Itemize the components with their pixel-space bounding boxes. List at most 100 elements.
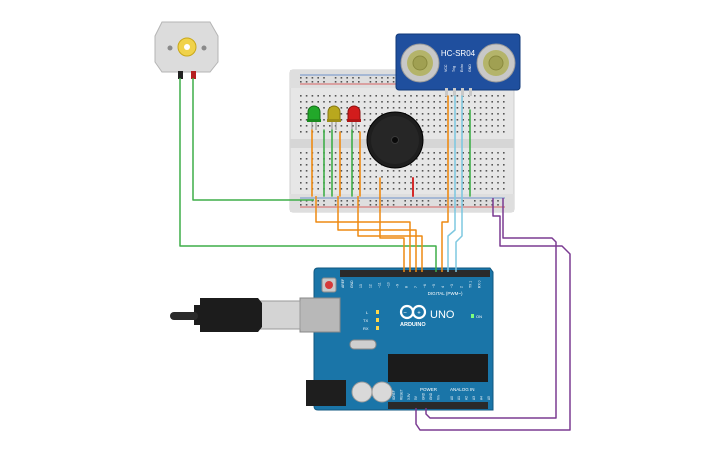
breadboard-hole xyxy=(358,81,360,83)
breadboard-hole xyxy=(462,200,464,202)
breadboard-hole xyxy=(427,204,430,206)
wire-green-led xyxy=(315,196,411,272)
breadboard-hole xyxy=(340,164,343,166)
breadboard-hole xyxy=(479,188,482,190)
breadboard-hole xyxy=(421,170,424,172)
breadboard-hole xyxy=(346,170,348,172)
motor-screw-right xyxy=(201,45,207,51)
breadboard-hole xyxy=(416,204,418,206)
breadboard-hole xyxy=(503,164,505,166)
wire-red-led xyxy=(357,196,423,272)
breadboard-hole xyxy=(491,119,493,121)
breadboard-hole xyxy=(317,77,319,79)
sensor-pin-label: GND xyxy=(468,64,472,72)
breadboard-hole xyxy=(363,158,366,160)
breadboard-hole xyxy=(474,107,476,109)
breadboard-hole xyxy=(427,125,430,127)
breadboard-hole xyxy=(381,170,383,172)
breadboard-hole xyxy=(445,176,447,178)
breadboard-hole xyxy=(421,204,424,206)
breadboard-hole xyxy=(369,188,372,190)
sensor-transducer-left xyxy=(400,43,440,83)
breadboard-hole xyxy=(410,176,412,178)
breadboard-hole xyxy=(479,107,482,109)
breadboard-hole xyxy=(410,164,412,166)
breadboard-hole xyxy=(439,152,441,154)
breadboard-hole xyxy=(329,188,331,190)
breadboard-hole xyxy=(404,204,406,206)
crystal xyxy=(349,339,377,350)
breadboard-hole xyxy=(421,200,424,202)
breadboard-hole xyxy=(421,107,424,109)
breadboard-hole xyxy=(462,107,464,109)
breadboard-hole xyxy=(369,158,372,160)
dc-motor[interactable] xyxy=(154,21,219,79)
led-red[interactable] xyxy=(347,105,361,130)
breadboard-hole xyxy=(485,188,488,190)
breadboard-hole xyxy=(300,176,302,178)
breadboard-hole xyxy=(375,176,377,178)
breadboard-hole xyxy=(503,170,505,172)
breadboard-hole xyxy=(497,113,499,115)
digital-pin-label: RX 0 xyxy=(478,280,482,288)
breadboard-hole xyxy=(503,152,505,154)
breadboard-hole xyxy=(427,188,430,190)
breadboard-hole xyxy=(334,200,337,202)
breadboard-hole xyxy=(433,131,435,133)
breadboard-hole xyxy=(456,164,459,166)
breadboard-hole xyxy=(497,176,499,178)
breadboard-hole xyxy=(450,101,453,103)
breadboard-hole xyxy=(323,113,325,115)
wire-sensor xyxy=(441,196,449,272)
breadboard-hole xyxy=(340,152,343,154)
breadboard-hole xyxy=(317,95,319,97)
breadboard-hole xyxy=(392,176,395,178)
led-green[interactable] xyxy=(307,105,321,130)
ultrasonic-sensor[interactable]: HC-SR04 VCC Trig Echo GND xyxy=(395,33,521,96)
breadboard-hole xyxy=(462,170,464,172)
breadboard-hole xyxy=(346,125,348,127)
breadboard-hole xyxy=(462,204,464,206)
breadboard-hole xyxy=(300,107,302,109)
breadboard-hole xyxy=(479,170,482,172)
breadboard-hole xyxy=(311,204,314,206)
breadboard-hole xyxy=(375,107,377,109)
breadboard-hole xyxy=(474,182,476,184)
breadboard-hole xyxy=(479,164,482,166)
breadboard-hole xyxy=(305,101,308,103)
breadboard-hole xyxy=(334,152,337,154)
breadboard-hole xyxy=(352,125,354,127)
arduino-uno[interactable]: L TX RX ON − + ARDUINO UNO DIGITAL (PWM~… xyxy=(299,267,494,411)
piezo-buzzer[interactable] xyxy=(366,111,424,169)
digital-pin-label: GND xyxy=(350,280,354,288)
breadboard-hole xyxy=(334,204,337,206)
breadboard-hole xyxy=(305,188,308,190)
wire-sensor-trig xyxy=(447,210,456,272)
breadboard-hole xyxy=(462,125,464,127)
breadboard-hole xyxy=(427,170,430,172)
breadboard-hole xyxy=(346,158,348,160)
breadboard-hole xyxy=(503,95,505,97)
breadboard-hole xyxy=(421,95,424,97)
breadboard-hole xyxy=(340,113,343,115)
breadboard-hole xyxy=(363,107,366,109)
reset-button[interactable] xyxy=(325,281,333,289)
breadboard-hole xyxy=(305,164,308,166)
breadboard-hole xyxy=(474,170,476,172)
power-pin-label: IOREF xyxy=(392,390,396,400)
led-yellow[interactable] xyxy=(327,105,341,130)
breadboard-hole xyxy=(445,101,447,103)
breadboard-hole xyxy=(334,188,337,190)
breadboard-hole xyxy=(439,200,441,202)
breadboard-hole xyxy=(456,182,459,184)
breadboard-hole xyxy=(427,158,430,160)
digital-pin-label: ~10 xyxy=(387,282,391,288)
motor-shaft xyxy=(184,44,190,50)
breadboard-hole xyxy=(410,188,412,190)
breadboard-hole xyxy=(323,101,325,103)
breadboard-hole xyxy=(305,170,308,172)
breadboard-hole xyxy=(317,81,319,83)
breadboard-jumpers xyxy=(311,95,471,213)
breadboard-hole xyxy=(433,119,435,121)
